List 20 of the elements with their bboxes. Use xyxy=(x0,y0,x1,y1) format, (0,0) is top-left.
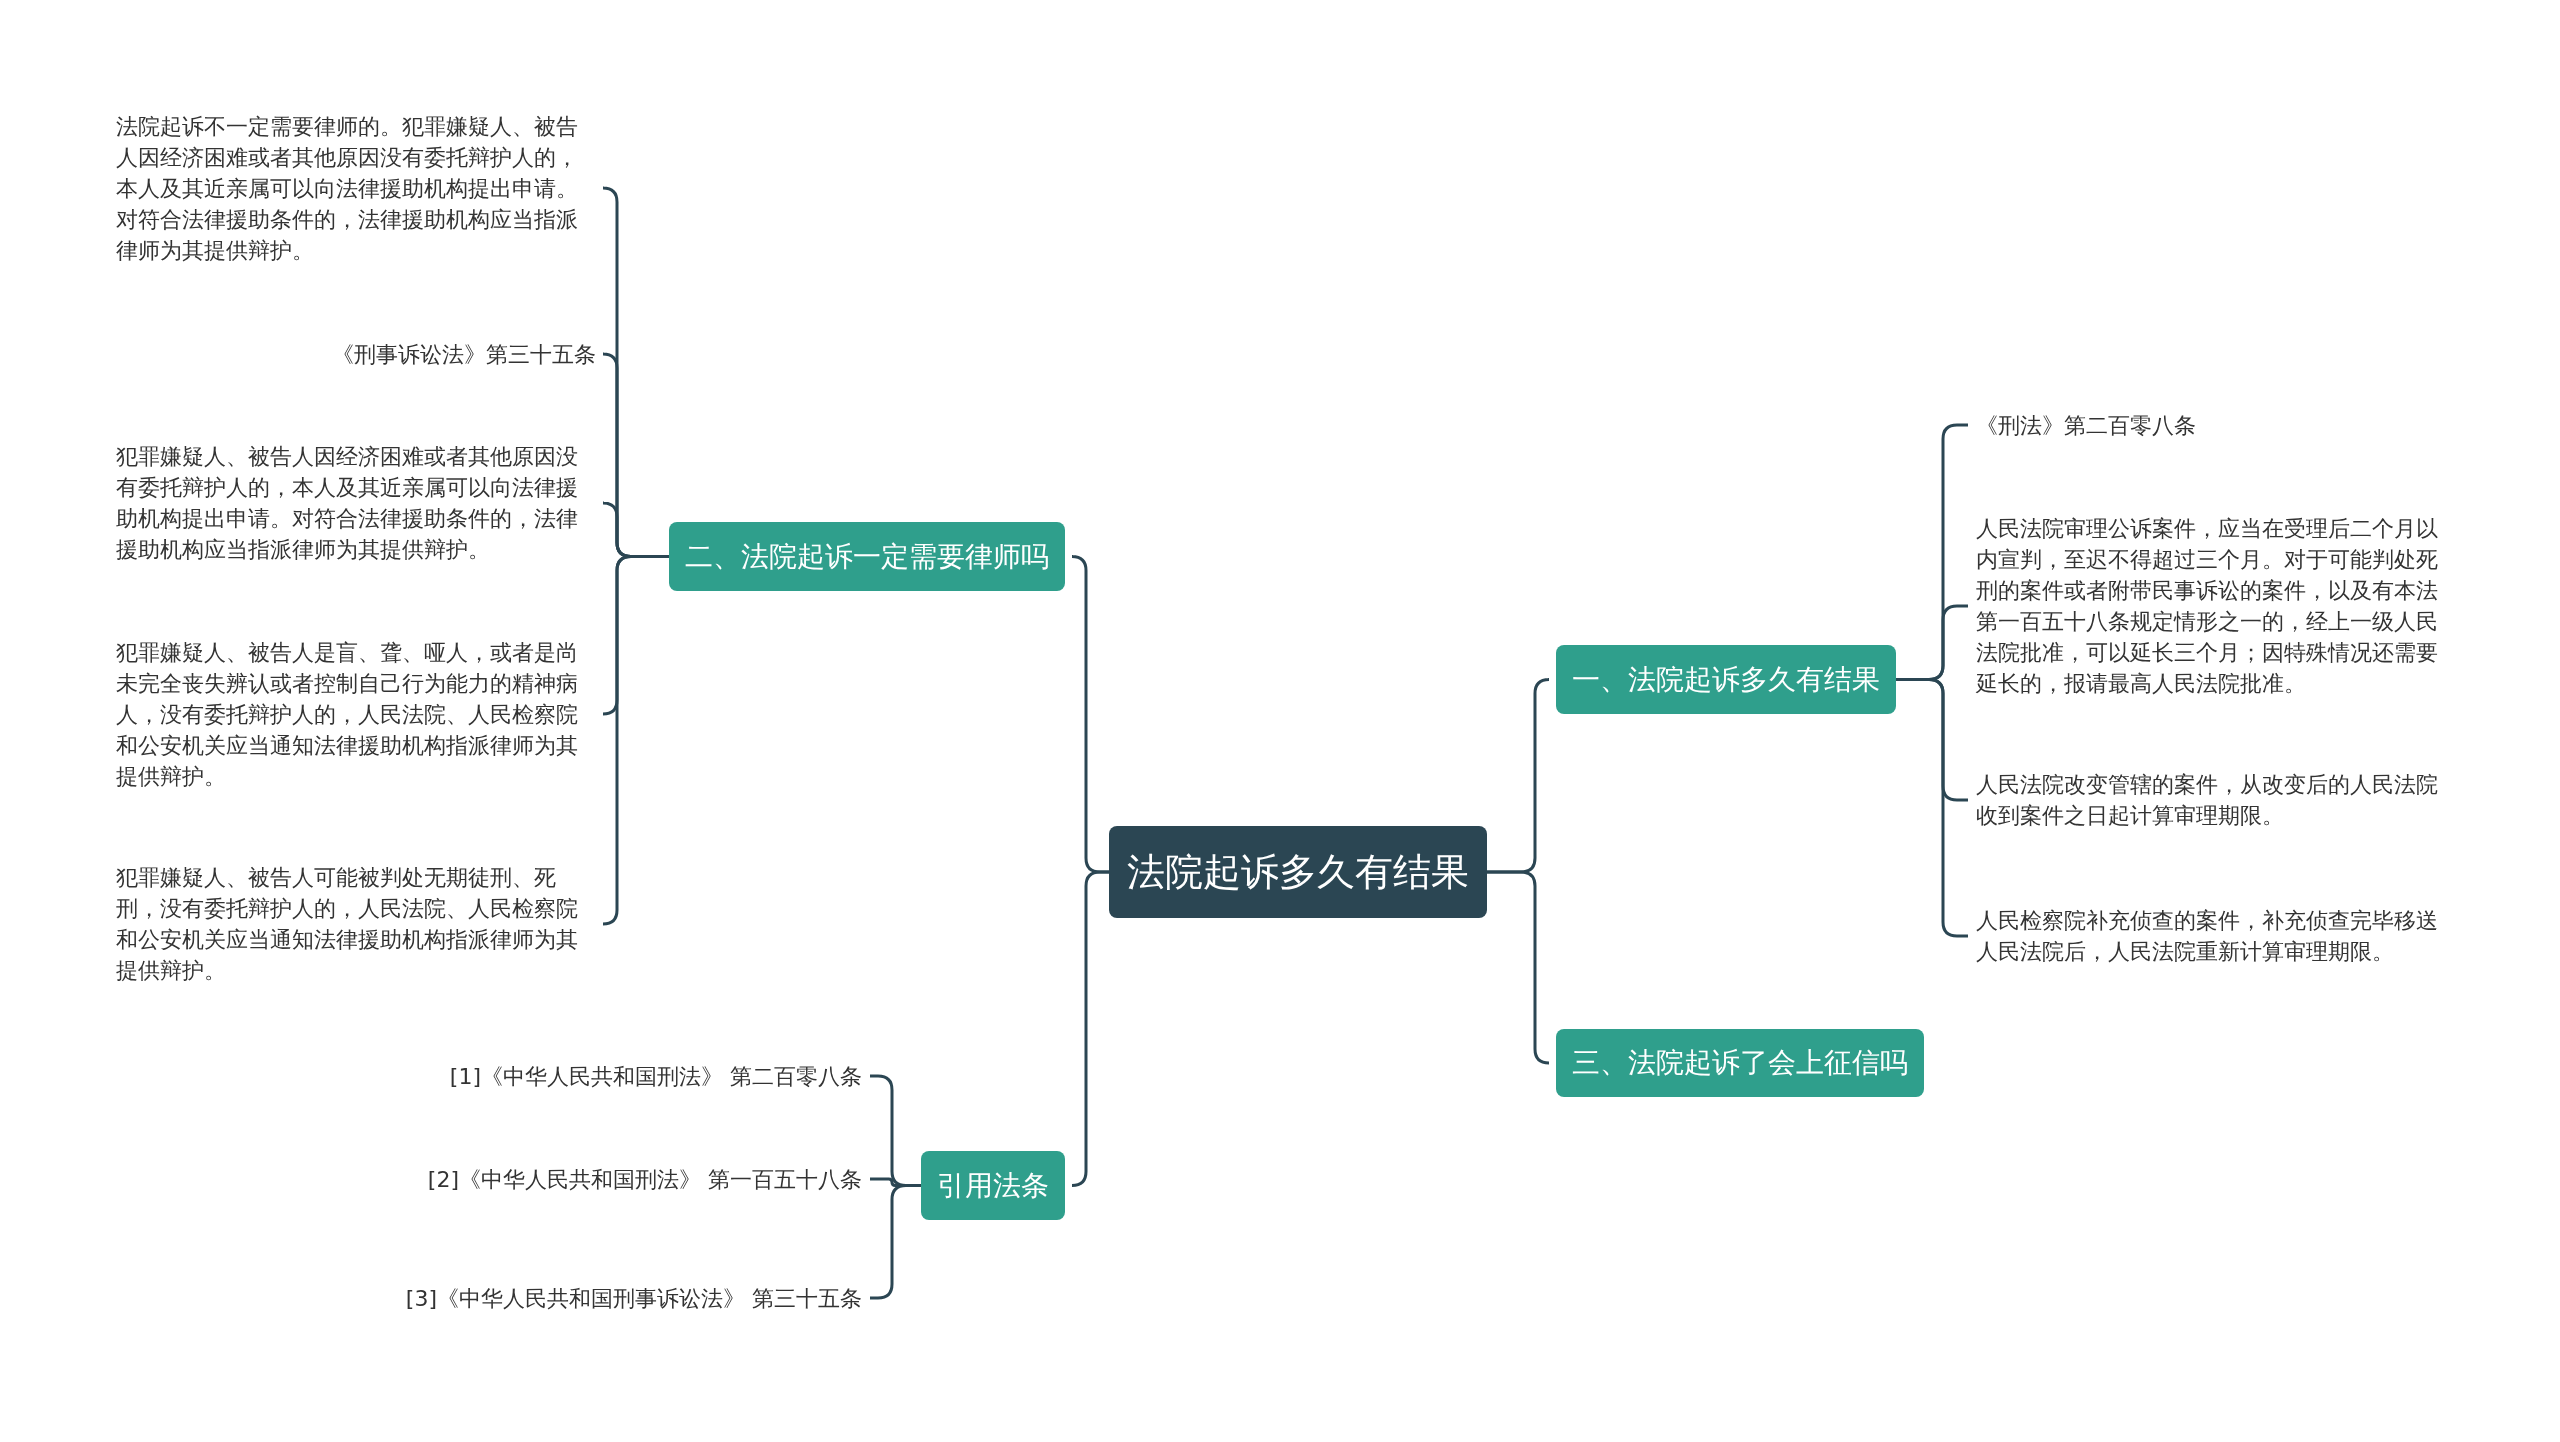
topic-text: [2]《中华人民共和国刑法》 第一百五十八条 xyxy=(427,1163,862,1195)
topic-text: [3]《中华人民共和国刑事诉讼法》 第三十五条 xyxy=(405,1282,862,1314)
topic-text: [1]《中华人民共和国刑法》 第二百零八条 xyxy=(449,1060,862,1092)
topic-box: 引用法条 xyxy=(921,1151,1065,1220)
topic-text: 犯罪嫌疑人、被告人可能被判处无期徒刑、死刑，没有委托辩护人的，人民法院、人民检察院和公安机关应当通知法律援助机构指派律师为其提供辩护。 xyxy=(116,862,596,986)
topic-text: 人民法院审理公诉案件，应当在受理后二个月以内宣判，至迟不得超过三个月。对于可能判处死刑的案件或者附带民事诉讼的案件，以及有本法第一百五十八条规定情形之一的，经上一级人民法院批准，可以延长三个月；因特殊情况还需要延长的，报请最高人民法院批准。 xyxy=(1976,513,2456,699)
topic-text: 人民法院改变管辖的案件，从改变后的人民法院收到案件之日起计算审理期限。 xyxy=(1976,769,2456,831)
topic-text: 《刑法》第二百零八条 xyxy=(1976,409,2196,441)
topic-text: 法院起诉不一定需要律师的。犯罪嫌疑人、被告人因经济困难或者其他原因没有委托辩护人的，本人及其近亲属可以向法律援助机构提出申请。对符合法律援助条件的，法律援助机构应当指派律师为其提供辩护。 xyxy=(116,110,596,266)
topic-box: 二、法院起诉一定需要律师吗 xyxy=(669,522,1065,591)
central-topic-box: 法院起诉多久有结果 xyxy=(1109,826,1487,918)
connector-line xyxy=(1487,870,1551,1065)
topic-text: 犯罪嫌疑人、被告人因经济困难或者其他原因没有委托辩护人的，本人及其近亲属可以向法律援助机构提出申请。对符合法律援助条件的，法律援助机构应当指派律师为其提供辩护。 xyxy=(116,441,596,565)
topic-box: 一、法院起诉多久有结果 xyxy=(1556,645,1896,714)
topic-box: 三、法院起诉了会上征信吗 xyxy=(1556,1029,1924,1097)
topic-text: 人民检察院补充侦查的案件，补充侦查完毕移送人民法院后，人民法院重新计算审理期限。 xyxy=(1976,905,2456,967)
topic-text: 犯罪嫌疑人、被告人是盲、聋、哑人，或者是尚未完全丧失辨认或者控制自己行为能力的精神病人，没有委托辩护人的，人民法院、人民检察院和公安机关应当通知法律援助机构指派律师为其提供辩护。 xyxy=(116,636,596,792)
topic-text: 《刑事诉讼法》第三十五条 xyxy=(332,338,596,370)
connector-line xyxy=(1070,870,1109,1187)
connector-line xyxy=(601,555,669,926)
